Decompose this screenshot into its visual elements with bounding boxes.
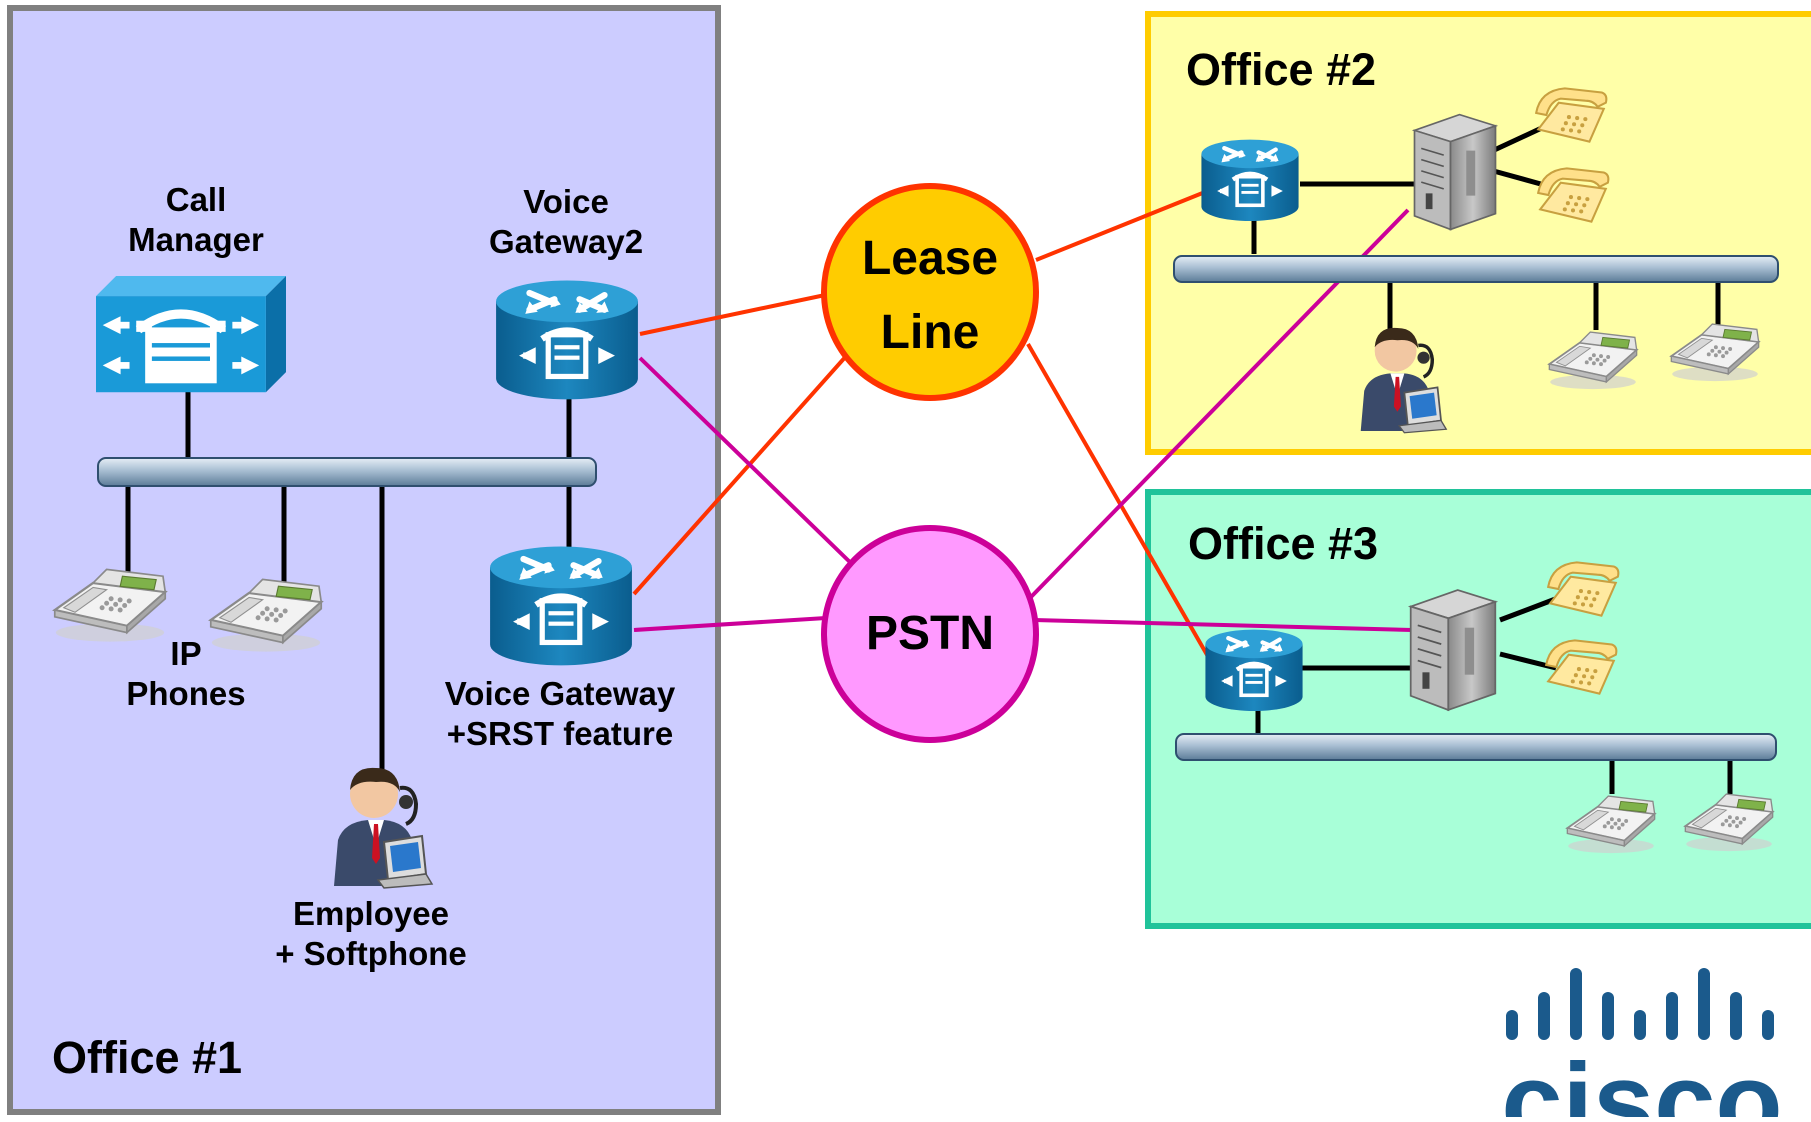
- ip-phones-label: IP Phones: [86, 634, 286, 715]
- office-3-lan-bus: [1175, 733, 1777, 761]
- office-2-title: Office #2: [1186, 44, 1377, 95]
- office-3-title: Office #3: [1188, 518, 1379, 569]
- office-1-lan: [125, 392, 572, 770]
- call-manager-label-line-2: Manager: [128, 221, 264, 259]
- employee-label-line-1: Employee: [293, 895, 449, 932]
- voice-gateway-srst-label-line-1: Voice Gateway: [444, 675, 676, 712]
- voice-router-icon: [1205, 630, 1302, 711]
- lease-line-label: Lease Line: [830, 222, 1030, 370]
- cisco-logo-bars: [1506, 968, 1774, 1040]
- pbx-server-icon: [1413, 113, 1497, 231]
- voice-gateway2-label-line-1: Voice: [523, 183, 609, 220]
- lease-line-links: [632, 188, 1212, 661]
- employee-label: Employee + Softphone: [236, 894, 506, 975]
- voice-gateway2-label: Voice Gateway2: [456, 182, 676, 263]
- employee-label-line-2: + Softphone: [275, 935, 467, 973]
- call-manager-icon: [96, 276, 286, 392]
- voice-gateway-srst-label: Voice Gateway +SRST feature: [420, 674, 700, 755]
- lease-line-label-line-2: Line: [880, 306, 980, 359]
- lease-line-label-line-1: Lease: [861, 232, 999, 285]
- call-manager-label-line-1: Call: [165, 181, 227, 218]
- voice-router-icon: [1201, 140, 1298, 221]
- cisco-logo: cisco: [1501, 1041, 1782, 1117]
- pstn-label: PSTN: [865, 607, 994, 660]
- ip-phones-label-line-1: IP: [170, 635, 202, 672]
- pbx-server-icon: [1409, 589, 1497, 711]
- office-1-lan-bus: [97, 457, 597, 487]
- office-1-title: Office #1: [52, 1032, 243, 1083]
- lease-line-cloud: [821, 183, 1039, 401]
- office-2-lan-bus: [1173, 255, 1779, 283]
- call-manager-label: Call Manager: [96, 180, 296, 261]
- ip-phones-label-line-2: Phones: [126, 675, 246, 713]
- voice-router-icon: [496, 281, 638, 400]
- voice-gateway2-label-line-2: Gateway2: [488, 223, 644, 261]
- pstn-cloud: [821, 525, 1039, 743]
- voice-router-icon: [490, 547, 632, 666]
- voice-gateway-srst-label-line-2: +SRST feature: [446, 715, 674, 753]
